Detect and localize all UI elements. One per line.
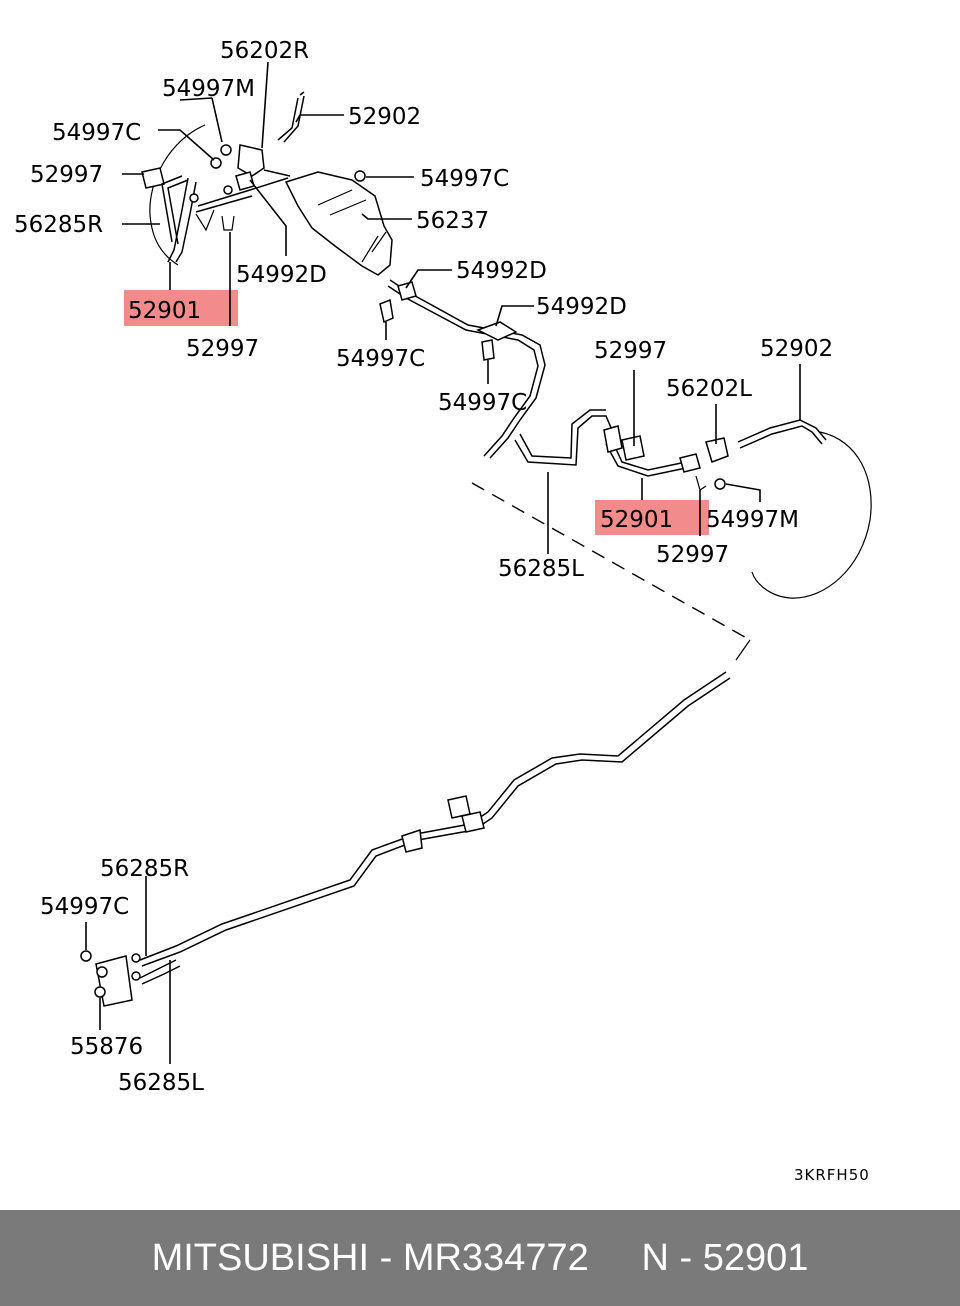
- label-52997-right-top: 52997: [594, 338, 667, 364]
- hose-52902-right: [737, 419, 827, 449]
- clip-vu: [195, 209, 235, 232]
- label-56237: 56237: [416, 208, 489, 234]
- label-56285R-top: 56285R: [14, 212, 103, 238]
- nut-54997C-bottom: [80, 950, 92, 962]
- clip-54992D-mid1: [397, 281, 417, 301]
- label-56285R-bottom: 56285R: [100, 856, 189, 882]
- bracket-56202R: [237, 144, 265, 177]
- hose-52901-right: [605, 439, 687, 477]
- highlight-52901-right: [595, 500, 709, 535]
- clip-lower-3: [461, 811, 485, 833]
- valve-port-a: [96, 966, 108, 978]
- clip-lower-1: [401, 828, 423, 853]
- tank-56237: [284, 171, 393, 276]
- left-brake-drum: [149, 124, 206, 266]
- label-55876: 55876: [70, 1034, 143, 1060]
- fitting-valve-top: [131, 953, 141, 963]
- label-52901-left: 52901: [128, 298, 201, 324]
- fitting-valve-bottom: [131, 971, 141, 981]
- label-54997M-top: 54997M: [162, 76, 255, 102]
- valve-55876: [95, 955, 133, 1007]
- valve-port-b: [94, 986, 106, 998]
- bolt-54997C-mid2: [481, 339, 495, 361]
- line-lower-run-2: [139, 959, 181, 985]
- clip-54992D-mid2: [476, 321, 518, 341]
- label-54997M-right: 54997M: [706, 507, 799, 533]
- label-56202L: 56202L: [666, 376, 752, 402]
- nut-left-mid2: [223, 185, 233, 195]
- label-54997C-mid2: 54997C: [438, 390, 527, 416]
- label-54992D-mid2: 54992D: [536, 294, 627, 320]
- footer-part-info: MITSUBISHI - MR334772 N - 52901: [151, 1236, 809, 1279]
- line-lower-run: [139, 671, 731, 967]
- break-line-2: [735, 639, 751, 661]
- bracket-56202L: [705, 437, 729, 463]
- bolt-54997C-mid1: [379, 298, 394, 324]
- label-52901-right: 52901: [600, 507, 673, 533]
- nut-54997C-top-right: [354, 170, 366, 182]
- leader-lines: [85, 61, 801, 1064]
- fitting-right-b: [679, 453, 701, 473]
- tank-detail: [317, 189, 387, 263]
- clip-52997-right: [621, 435, 645, 461]
- label-54997C-top-right: 54997C: [420, 166, 509, 192]
- label-54997C-bottom: 54997C: [40, 894, 129, 920]
- footer-bar: MITSUBISHI - MR334772 N - 52901: [0, 1210, 960, 1306]
- label-56285L-mid: 56285L: [498, 556, 584, 582]
- label-52997-right-bottom: 52997: [656, 542, 729, 568]
- diagram-code: 3KRFH50: [794, 1166, 870, 1184]
- break-line-1: [471, 482, 751, 641]
- fitting-right-a: [603, 425, 623, 453]
- label-52997-top-bottom: 52997: [186, 336, 259, 362]
- line-top-main: [195, 169, 291, 213]
- label-54992D-mid1: 54992D: [456, 258, 547, 284]
- label-56285L-bottom: 56285L: [118, 1070, 204, 1096]
- label-56202R: 56202R: [220, 38, 309, 64]
- clip-52997-top: [141, 167, 165, 189]
- right-brake-drum: [751, 431, 872, 599]
- label-54992D-top: 54992D: [236, 262, 327, 288]
- nut-54997M-top: [220, 144, 232, 156]
- clip-52997-right-bottom: [695, 475, 707, 491]
- line-right-run: [514, 409, 613, 466]
- hose-52902-top: [277, 91, 305, 143]
- nut-54997M-right: [714, 478, 726, 490]
- label-54997C-mid1: 54997C: [336, 346, 425, 372]
- highlight-52901-left: [124, 290, 238, 326]
- label-54997C-top-left: 54997C: [52, 120, 141, 146]
- label-52902-top: 52902: [348, 104, 421, 130]
- tube-56285R-top: [161, 175, 189, 245]
- hose-52901-left: [167, 177, 197, 263]
- nut-left-mid: [189, 193, 199, 203]
- line-upper-run: [387, 279, 546, 459]
- label-52997-top-left: 52997: [30, 162, 103, 188]
- label-52902-right: 52902: [760, 336, 833, 362]
- brake-line-diagram: 56202R 54997M 52902 54997C 52997 54997C …: [14, 38, 872, 1184]
